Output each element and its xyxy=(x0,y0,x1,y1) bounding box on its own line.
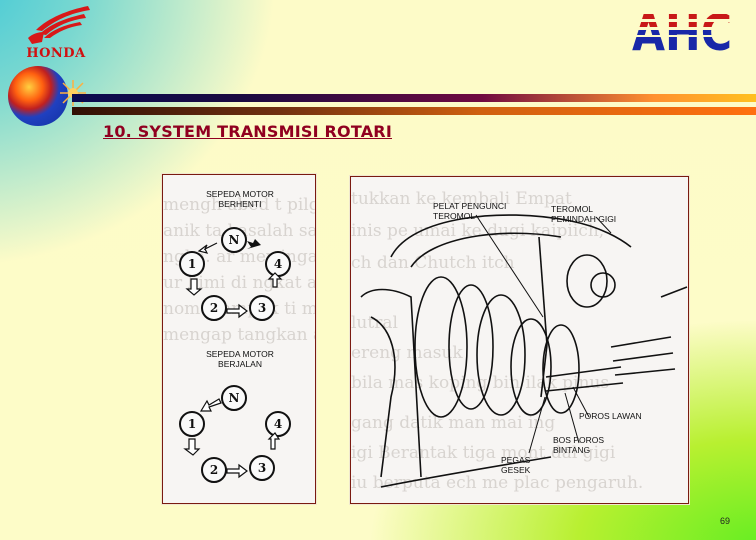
label-teromol-pemindah-gigi: TEROMOL PEMINDAH GIGI xyxy=(551,204,617,224)
label-bos-poros-bintang: BOS POROS BINTANG xyxy=(553,435,605,455)
gear-position-3: 3 xyxy=(249,295,275,321)
background-scan-text: mengap tangkan ah xyxy=(163,325,315,345)
starburst-icon xyxy=(60,80,86,106)
page-number: 69 xyxy=(720,516,731,526)
gear-position-2: 2 xyxy=(201,457,227,483)
background-scan-text: ereng masuk xyxy=(351,343,463,363)
shift-drum-mechanism-figure: tukkan ke kembali Empat inis pe umai ke … xyxy=(350,176,689,504)
gear-position-n: N xyxy=(221,385,247,411)
background-scan-text: gang datik man mai ing xyxy=(351,413,556,433)
background-scan-text: lutral xyxy=(351,313,398,333)
arrow-icons xyxy=(183,398,281,479)
gear-position-4: 4 xyxy=(265,251,291,277)
label-pelat-pengunci: PELAT PENGUNCI TEROMOL xyxy=(433,201,507,221)
gear-position-3: 3 xyxy=(249,455,275,481)
gear-position-2: 2 xyxy=(201,295,227,321)
honda-wing-icon xyxy=(28,6,90,44)
caption-stopped: SEPEDA MOTOR BERHENTI xyxy=(206,189,274,209)
honda-logo-text: HONDA xyxy=(26,46,86,61)
background-scan-text: ch dan Chutch itch xyxy=(351,253,515,273)
label-pegas-gesek: PEGAS GESEK xyxy=(501,455,531,475)
label-poros-lawan: POROS LAWAN xyxy=(579,411,642,421)
header-stripe-bottom xyxy=(72,107,756,115)
globe-icon xyxy=(8,66,68,126)
background-scan-text: iu berputa ech me plac pengaruh. xyxy=(351,473,644,493)
gear-position-1: 1 xyxy=(179,411,205,437)
ahc-logo: AHC xyxy=(632,6,732,52)
gear-position-1: 1 xyxy=(179,251,205,277)
arrow-icons xyxy=(185,239,283,319)
background-scan-text: inis pe umai ke dugi kaipiich, xyxy=(351,221,605,241)
transmission-drawing xyxy=(360,214,688,488)
background-scan-text: tukkan ke kembali Empat xyxy=(351,189,572,209)
header-stripe-top xyxy=(72,94,756,102)
caption-running: SEPEDA MOTOR BERJALAN xyxy=(206,349,274,369)
gear-position-4: 4 xyxy=(265,411,291,437)
gear-position-n: N xyxy=(221,227,247,253)
slide-title: 10. SYSTEM TRANSMISI ROTARI xyxy=(103,122,392,141)
